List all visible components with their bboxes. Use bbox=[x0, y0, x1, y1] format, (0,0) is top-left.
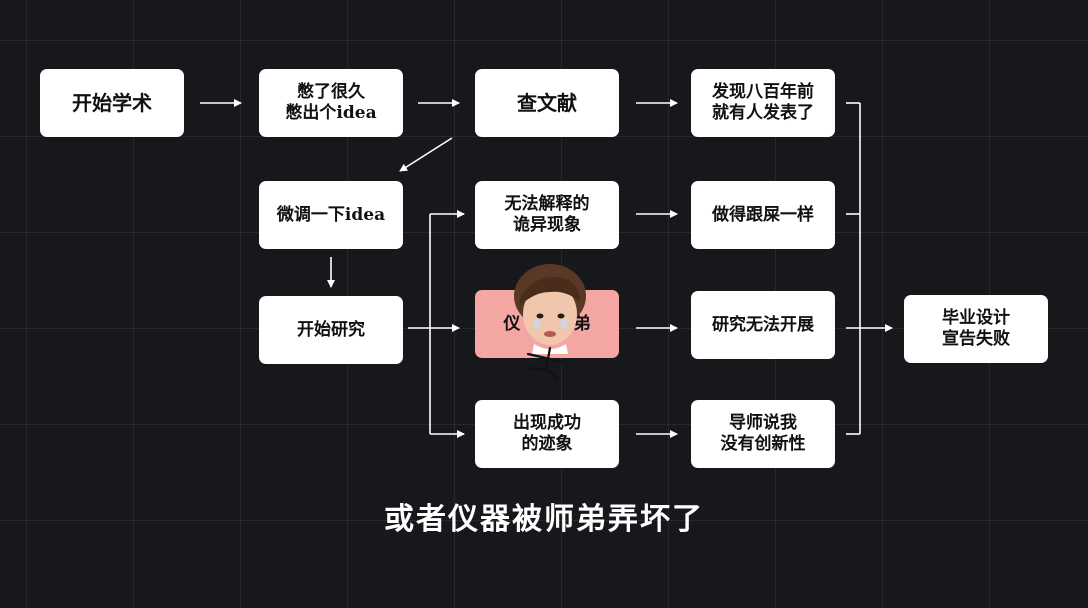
arrow-diagonal-icon bbox=[399, 137, 453, 172]
node-fail: 毕业设计 宣告失败 bbox=[904, 295, 1048, 363]
node-success-signs: 出现成功 的迹象 bbox=[475, 400, 619, 468]
cartoon-head-sticker bbox=[514, 264, 586, 380]
node-start-research: 开始研究 bbox=[259, 296, 403, 364]
subtitle-caption: 或者仪器被师弟弄坏了 bbox=[384, 502, 704, 537]
node-tweak-idea: 微调一下idea bbox=[259, 181, 403, 249]
node-found-prior: 发现八百年前 就有人发表了 bbox=[691, 69, 835, 137]
node-advisor: 导师说我 没有创新性 bbox=[691, 400, 835, 468]
node-start-academic: 开始学术 bbox=[40, 69, 184, 137]
node-literature: 查文献 bbox=[475, 69, 619, 137]
node-weird: 无法解释的 诡异现象 bbox=[475, 181, 619, 249]
node-cannot-proceed: 研究无法开展 bbox=[691, 291, 835, 359]
node-idea: 憋了很久 憋出个idea bbox=[259, 69, 403, 137]
node-messy: 做得跟屎一样 bbox=[691, 181, 835, 249]
